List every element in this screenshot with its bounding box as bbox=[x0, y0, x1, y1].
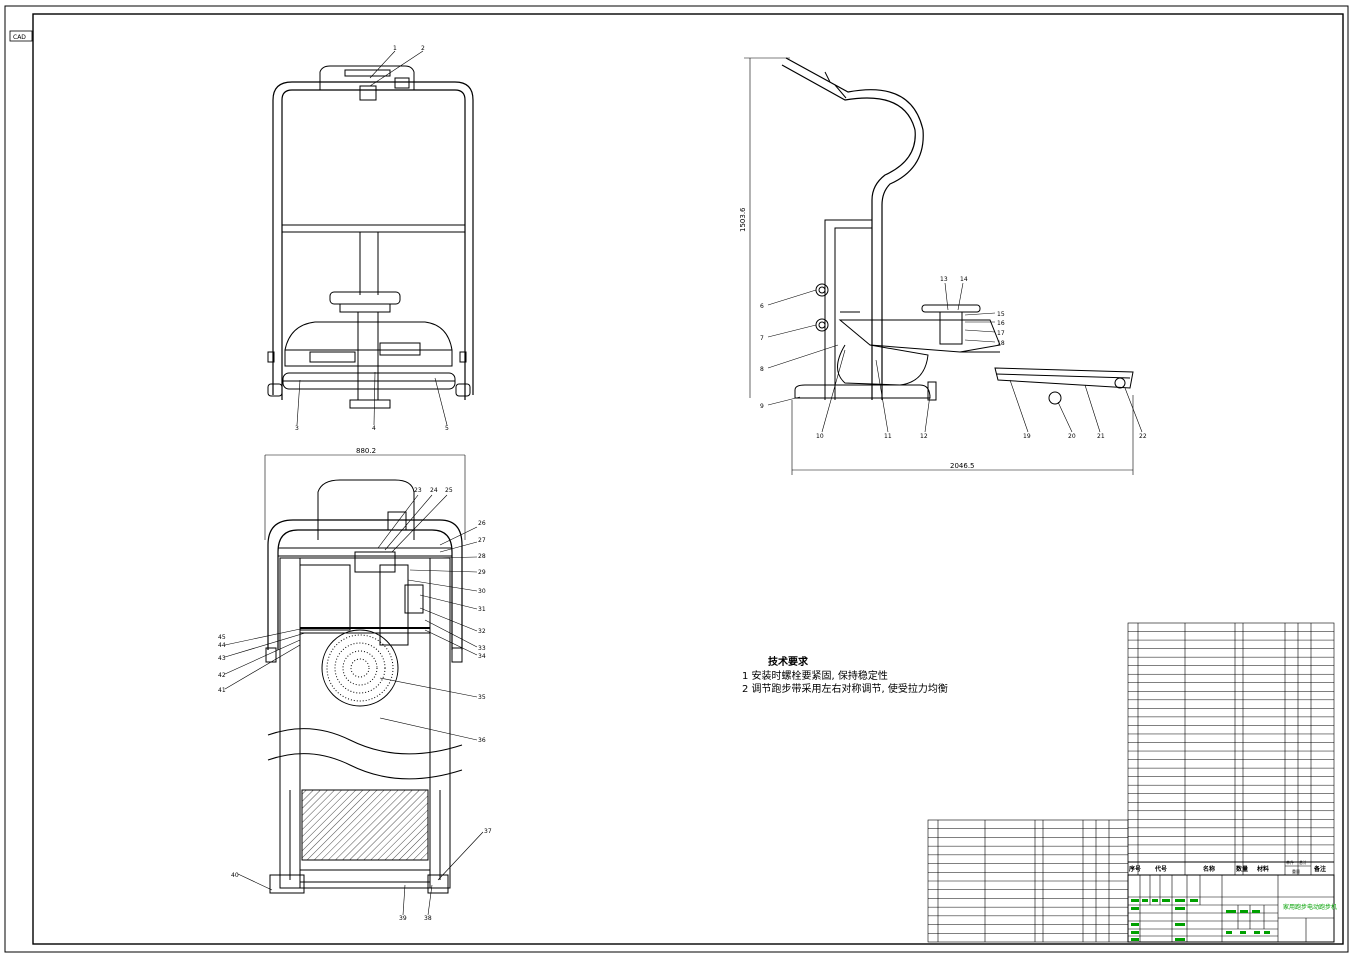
part-label: 21 bbox=[1097, 433, 1105, 440]
part-label: 10 bbox=[816, 433, 824, 440]
outer-border bbox=[4, 5, 1349, 953]
part-label: 42 bbox=[218, 672, 226, 679]
length-dimension: 2046.5 bbox=[950, 462, 975, 470]
part-label: 9 bbox=[760, 403, 764, 410]
part-label: 7 bbox=[760, 335, 764, 342]
part-label: 29 bbox=[478, 569, 486, 576]
part-label: 34 bbox=[478, 653, 486, 660]
bom-header-code: 代号 bbox=[1154, 865, 1167, 873]
part-label: 36 bbox=[478, 737, 486, 744]
part-label: 39 bbox=[399, 915, 407, 922]
part-label: 20 bbox=[1068, 433, 1076, 440]
bom-header-unit-weight: 单件 bbox=[1286, 859, 1294, 865]
part-label: 14 bbox=[960, 276, 968, 283]
bom-header: 序号 代号 名称 数量 材料 单件 总计 重量 备注 bbox=[1128, 859, 1334, 874]
bom-header-material: 材料 bbox=[1256, 865, 1269, 873]
title-block-markers bbox=[1131, 899, 1270, 941]
part-label: 26 bbox=[478, 520, 486, 527]
tech-requirements: 技术要求 1 安装时螺栓要紧固, 保持稳定性 2 调节跑步带采用左右对称调节, … bbox=[742, 655, 948, 695]
part-label: 33 bbox=[478, 645, 486, 652]
part-label: 41 bbox=[218, 687, 226, 694]
title-block bbox=[1127, 874, 1335, 943]
part-label: 11 bbox=[884, 433, 892, 440]
part-label: 32 bbox=[478, 628, 486, 635]
part-label: 31 bbox=[478, 606, 486, 613]
part-label: 3 bbox=[295, 425, 299, 432]
bom-header-weight: 重量 bbox=[1292, 868, 1300, 874]
part-label: 8 bbox=[760, 366, 764, 373]
part-label: 12 bbox=[920, 433, 928, 440]
top-view-labels: 880.2 23 24 25 26 27 28 29 30 31 32 33 3… bbox=[218, 447, 492, 922]
part-label: 13 bbox=[940, 276, 948, 283]
tech-requirement-line: 2 调节跑步带采用左右对称调节, 使受拉力均衡 bbox=[742, 682, 948, 695]
part-label: 18 bbox=[997, 340, 1005, 347]
corner-tag: CAD bbox=[13, 34, 26, 41]
part-label: 19 bbox=[1023, 433, 1031, 440]
part-label: 2 bbox=[421, 45, 425, 52]
part-label: 1 bbox=[393, 45, 397, 52]
inner-border bbox=[32, 13, 1344, 945]
height-dimension: 1503.6 bbox=[739, 207, 747, 232]
bom-table-upper bbox=[1127, 622, 1335, 876]
drawing-name: 家用跑步电动跑步机 bbox=[1283, 903, 1337, 911]
bom-header-total-weight: 总计 bbox=[1299, 859, 1307, 865]
bom-header-qty: 数量 bbox=[1236, 865, 1248, 873]
tech-requirement-line: 1 安装时螺栓要紧固, 保持稳定性 bbox=[742, 669, 888, 682]
front-view bbox=[267, 50, 474, 426]
part-label: 22 bbox=[1139, 433, 1147, 440]
part-label: 30 bbox=[478, 588, 486, 595]
part-label: 45 bbox=[218, 634, 226, 641]
part-label: 43 bbox=[218, 655, 226, 662]
part-label: 24 bbox=[430, 487, 438, 494]
front-view-labels: 1 2 3 4 5 bbox=[295, 45, 449, 432]
part-label: 40 bbox=[231, 872, 239, 879]
part-label: 44 bbox=[218, 642, 226, 649]
top-view bbox=[224, 454, 484, 916]
corner-tag-box bbox=[9, 30, 33, 42]
bom-header-remark: 备注 bbox=[1313, 865, 1326, 873]
bom-lower-rows bbox=[928, 828, 1128, 934]
part-label: 35 bbox=[478, 694, 486, 701]
part-label: 17 bbox=[997, 330, 1005, 337]
side-view-labels: 1503.6 2046.5 6 7 8 9 10 11 12 13 14 15 … bbox=[739, 207, 1147, 470]
part-label: 6 bbox=[760, 303, 764, 310]
part-label: 37 bbox=[484, 828, 492, 835]
part-label: 27 bbox=[478, 537, 486, 544]
part-label: 25 bbox=[445, 487, 453, 494]
part-label: 5 bbox=[445, 425, 449, 432]
part-label: 16 bbox=[997, 320, 1005, 327]
part-label: 28 bbox=[478, 553, 486, 560]
part-label: 15 bbox=[997, 311, 1005, 318]
part-label: 4 bbox=[372, 425, 376, 432]
bom-upper-rows bbox=[1128, 631, 1334, 854]
bom-header-seq: 序号 bbox=[1128, 865, 1141, 873]
tech-requirements-title: 技术要求 bbox=[768, 655, 809, 668]
side-view bbox=[744, 57, 1143, 475]
bom-header-name: 名称 bbox=[1203, 865, 1215, 873]
part-label: 23 bbox=[414, 487, 422, 494]
part-label: 38 bbox=[424, 915, 432, 922]
width-dimension: 880.2 bbox=[356, 447, 376, 455]
